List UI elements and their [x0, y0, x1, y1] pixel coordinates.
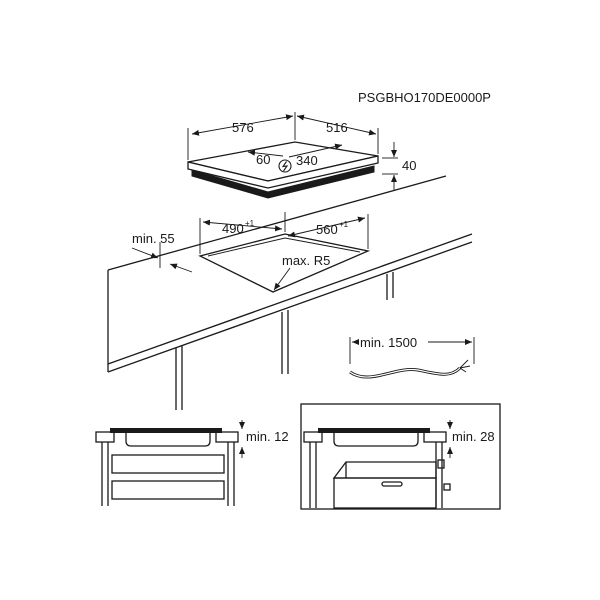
clearance-left-label: min. 12 — [246, 429, 289, 444]
cable-length-label: min. 1500 — [360, 335, 417, 350]
cutout-width-label: 560 — [316, 222, 338, 237]
power-cable-drawing — [349, 337, 475, 379]
worktop-drawing — [107, 175, 473, 410]
hob-height-label: 40 — [402, 158, 416, 173]
clearance-right-label: min. 28 — [452, 429, 495, 444]
hob-drawing — [187, 112, 398, 199]
cable-min-label: 60 — [256, 152, 270, 167]
cutout-width-tolerance: +1 — [339, 220, 349, 229]
cutout-depth-label: 490 — [222, 221, 244, 236]
cable-max-label: 340 — [296, 153, 318, 168]
cutout-depth-tolerance: +1 — [245, 219, 255, 228]
hob-width-label: 576 — [232, 120, 254, 135]
corner-radius-label: max. R5 — [282, 253, 330, 268]
product-code: PSGBHO170DE0000P — [358, 90, 491, 105]
edge-distance-label: min. 55 — [132, 231, 175, 246]
section-right-drawing — [300, 403, 501, 510]
hob-depth-label: 516 — [326, 120, 348, 135]
section-left-drawing — [95, 420, 245, 506]
electrical-connection-icon — [278, 159, 292, 173]
